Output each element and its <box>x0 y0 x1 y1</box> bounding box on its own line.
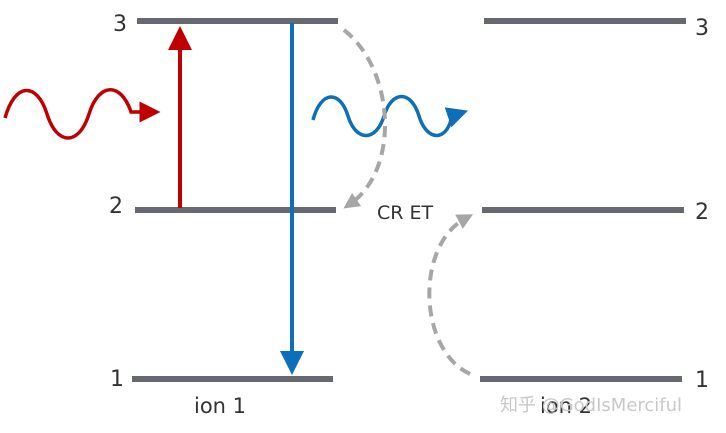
cross-relaxation-arrow-ion1 <box>342 28 387 209</box>
incoming-photon-wave <box>3 88 161 140</box>
ion2-name: ion 2 <box>540 394 592 418</box>
ion1-level-3-label: 3 <box>113 12 127 37</box>
cross-relaxation-label: CR ET <box>377 202 434 224</box>
ion1-level-1-label: 1 <box>110 367 124 392</box>
cross-relaxation-arrow-ion2 <box>427 214 474 376</box>
ion1-level-2-label: 2 <box>109 194 123 219</box>
watermark: 知乎 @GodIsMerciful <box>500 395 682 416</box>
ion2-level-3-label: 3 <box>695 16 709 41</box>
ion1-name: ion 1 <box>194 394 246 418</box>
ion2-level-1-label: 1 <box>695 368 709 393</box>
ion2-level-2-label: 2 <box>695 200 709 225</box>
